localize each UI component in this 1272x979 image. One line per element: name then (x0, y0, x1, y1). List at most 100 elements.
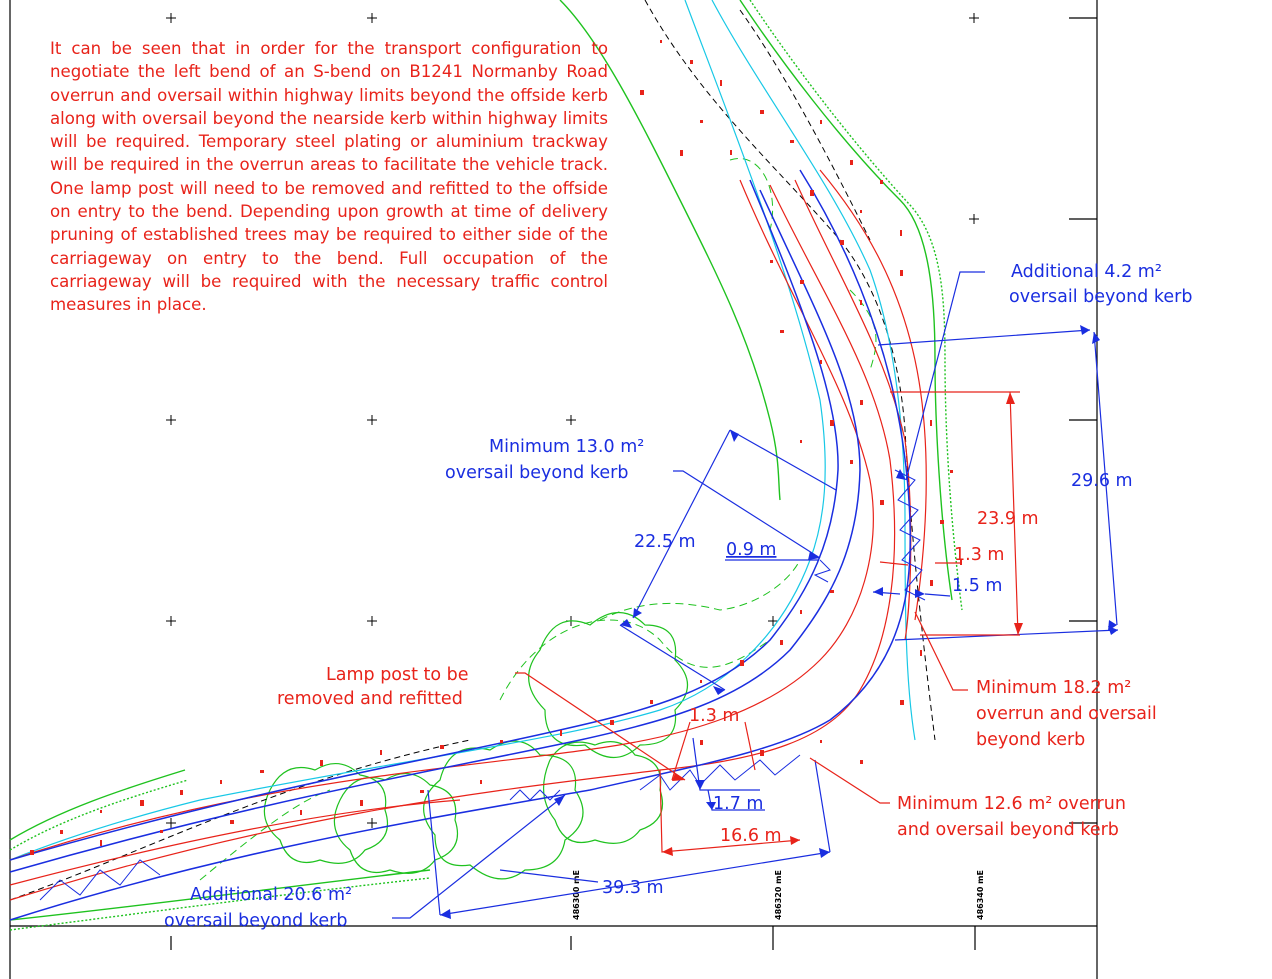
survey-mark (700, 680, 702, 683)
callout-additional-4-2-line2: oversail beyond kerb (1009, 287, 1192, 307)
survey-mark (500, 740, 503, 743)
grid-easting-labels: 486300 mE 486320 mE 486340 mE (572, 870, 985, 920)
survey-mark (650, 700, 653, 704)
red-arrowheads (662, 392, 1023, 856)
survey-mark (560, 730, 562, 736)
survey-mark (480, 780, 482, 784)
callout-minimum-12-6-line2: and oversail beyond kerb (897, 820, 1119, 840)
survey-mark (380, 750, 382, 755)
hatched-oversail-zones (39, 469, 926, 901)
survey-mark (860, 760, 863, 764)
survey-mark (820, 120, 822, 124)
survey-mark (160, 830, 163, 833)
survey-mark (850, 160, 853, 165)
blue-dimension-lines (392, 271, 1119, 919)
survey-mark (860, 400, 863, 405)
survey-mark (800, 610, 802, 614)
survey-mark (860, 300, 862, 305)
callout-lamp-post-line1: Lamp post to be (326, 665, 469, 685)
callout-additional-4-2-line1: Additional 4.2 m² (1011, 262, 1162, 282)
callout-minimum-13-0: Minimum 13.0 m² oversail beyond kerb (445, 437, 644, 483)
survey-mark (720, 80, 722, 86)
survey-mark (220, 780, 222, 784)
survey-mark (690, 60, 693, 64)
callout-additional-20-6: Additional 20.6 m² oversail beyond kerb (164, 885, 352, 931)
dimension-29-6: 29.6 m (1071, 471, 1133, 491)
grid-crosses (166, 13, 979, 828)
dimension-39-3: 39.3 m (602, 878, 664, 898)
centre-line (9, 0, 936, 901)
grid-label-486340: 486340 mE (976, 870, 985, 920)
survey-mark (930, 580, 933, 586)
dimension-1-3-bottom: 1.3 m (689, 706, 739, 726)
survey-mark (940, 520, 944, 524)
blue-swept-path (9, 169, 911, 921)
survey-spot-levels (30, 40, 962, 855)
survey-mark (360, 800, 363, 806)
hedge-lines (9, 0, 963, 931)
survey-mark (730, 150, 732, 155)
callout-minimum-12-6-line1: Minimum 12.6 m² overrun (897, 794, 1126, 814)
survey-mark (900, 230, 902, 236)
callout-minimum-12-6: Minimum 12.6 m² overrun and oversail bey… (897, 794, 1126, 840)
dimension-labels: 29.6 m 23.9 m 22.5 m 0.9 m 1.3 m 1.5 m 1… (602, 471, 1133, 898)
survey-mark (180, 790, 183, 795)
survey-mark (770, 260, 773, 263)
dimension-0-9: 0.9 m (726, 540, 776, 560)
survey-mark (790, 140, 794, 143)
dimension-22-5: 22.5 m (634, 532, 696, 552)
dimension-1-7: 1.7 m (713, 794, 763, 814)
survey-mark (840, 240, 844, 245)
survey-mark (440, 745, 444, 749)
survey-mark (230, 820, 234, 824)
survey-mark (320, 760, 323, 766)
grid-label-486300: 486300 mE (572, 870, 581, 920)
survey-mark (700, 740, 703, 745)
survey-mark (800, 280, 804, 284)
survey-mark (30, 850, 34, 855)
drawing-frame (9, 0, 1098, 979)
survey-mark (140, 800, 144, 806)
callout-additional-20-6-line2: oversail beyond kerb (164, 911, 347, 931)
callout-minimum-13-0-line2: oversail beyond kerb (445, 463, 628, 483)
callout-minimum-18-2: Minimum 18.2 m² overrun and oversail bey… (976, 678, 1157, 750)
survey-mark (900, 700, 904, 705)
survey-mark (930, 420, 932, 426)
callout-additional-20-6-line1: Additional 20.6 m² (190, 885, 352, 905)
survey-mark (880, 500, 884, 505)
survey-mark (420, 790, 424, 793)
survey-mark (830, 420, 834, 426)
survey-mark (260, 770, 264, 773)
survey-mark (780, 330, 784, 333)
survey-mark (950, 470, 953, 473)
survey-mark (830, 590, 834, 593)
red-kerb-lines (9, 169, 927, 901)
callout-minimum-18-2-line1: Minimum 18.2 m² (976, 678, 1131, 698)
survey-mark (760, 110, 764, 114)
dimension-1-3-right: 1.3 m (954, 545, 1004, 565)
survey-mark (860, 210, 862, 213)
survey-mark (660, 40, 662, 43)
survey-mark (800, 440, 802, 443)
dimension-23-9: 23.9 m (977, 509, 1039, 529)
survey-mark (920, 650, 922, 656)
survey-mark (680, 150, 683, 156)
survey-mark (810, 190, 814, 196)
survey-mark (640, 90, 644, 95)
survey-mark (820, 360, 822, 364)
survey-mark (850, 460, 853, 464)
survey-mark (100, 840, 102, 846)
survey-mark (960, 560, 962, 565)
survey-mark (900, 270, 903, 276)
survey-mark (740, 660, 744, 666)
survey-mark (780, 640, 783, 645)
survey-mark (300, 810, 302, 815)
callout-minimum-18-2-line2: overrun and oversail (976, 704, 1157, 724)
survey-mark (700, 120, 703, 123)
grid-label-486320: 486320 mE (774, 870, 783, 920)
dimension-1-5: 1.5 m (952, 576, 1002, 596)
survey-mark (760, 750, 764, 756)
survey-mark (880, 180, 883, 184)
